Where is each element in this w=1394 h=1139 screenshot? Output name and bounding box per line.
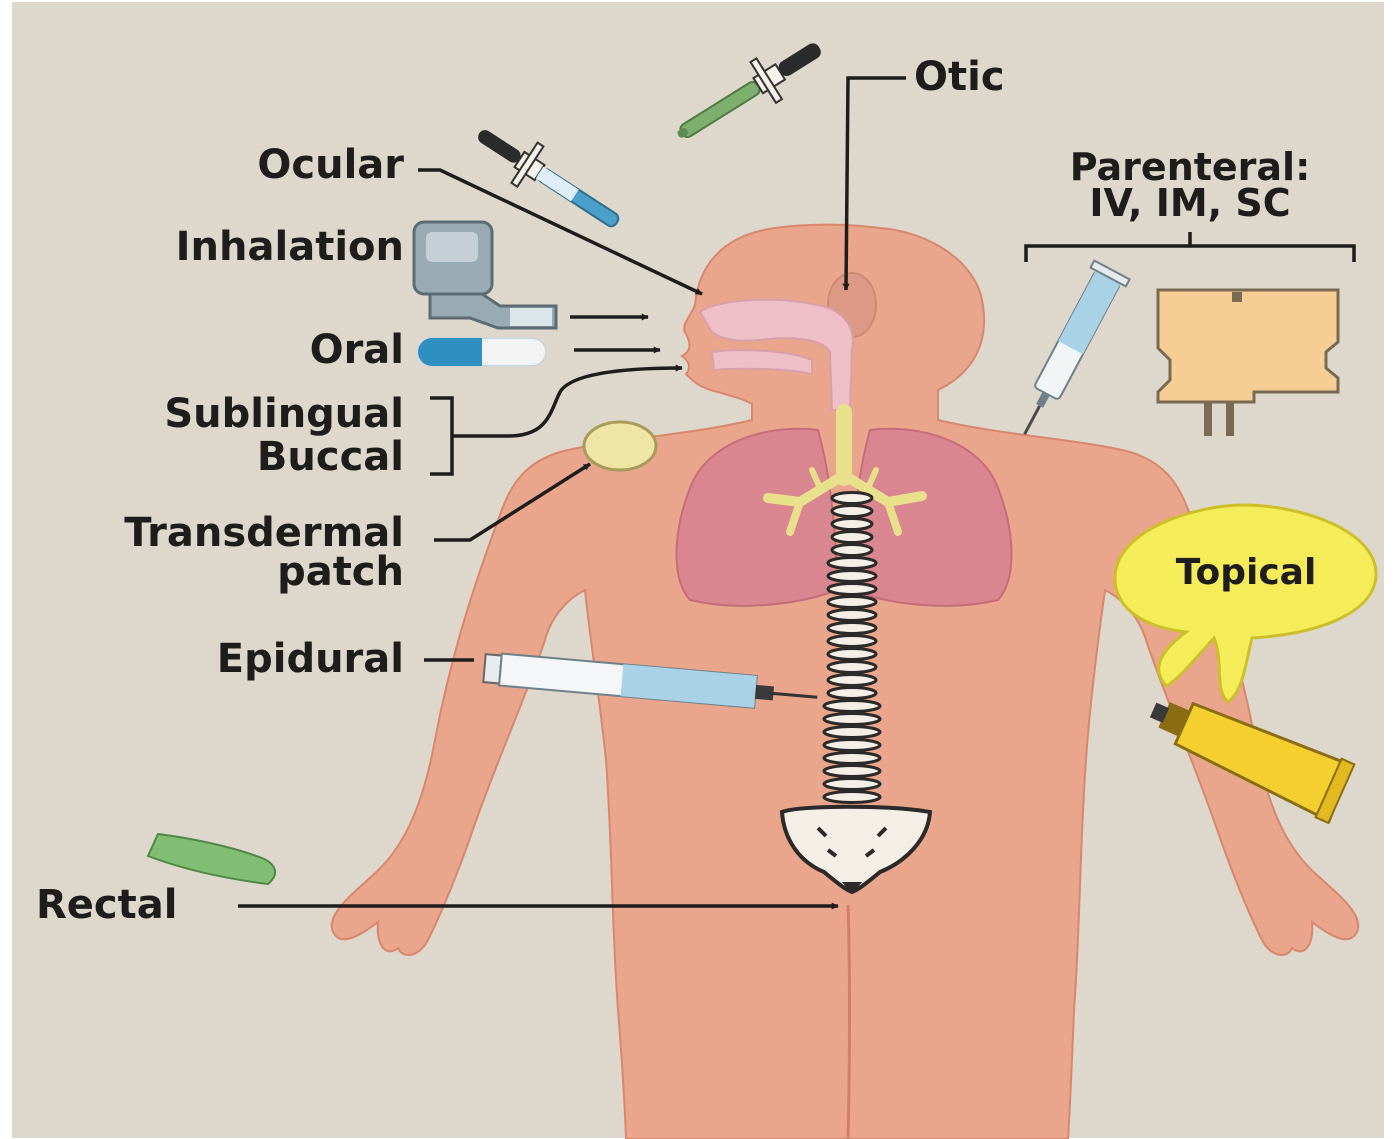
- vertebra: [824, 779, 880, 790]
- label-ocular: Ocular: [257, 142, 404, 188]
- vertebra: [832, 493, 872, 504]
- label-oral: Oral: [310, 327, 404, 373]
- vertebra: [828, 571, 876, 582]
- label-epidural: Epidural: [217, 636, 404, 682]
- vertebra: [824, 753, 880, 764]
- vertebra: [828, 558, 876, 569]
- label-rectal: Rectal: [36, 882, 177, 928]
- vertebra: [824, 727, 880, 738]
- vertebra: [832, 532, 872, 543]
- label-patch: patch: [277, 549, 404, 595]
- label-otic: Otic: [914, 54, 1005, 100]
- vertebra: [832, 506, 872, 517]
- vertebra: [824, 792, 880, 803]
- label-parenteral-routes: IV, IM, SC: [1089, 181, 1290, 225]
- right-border: [1384, 0, 1394, 1139]
- vertebra: [832, 545, 872, 556]
- label-buccal: Buccal: [257, 434, 404, 480]
- vertebra: [828, 584, 876, 595]
- vertebra: [828, 675, 876, 686]
- oral-capsule-icon: [418, 338, 546, 366]
- vertebra: [824, 714, 880, 725]
- transdermal-patch-icon: [584, 422, 656, 470]
- vertebra: [824, 766, 880, 777]
- vertebra: [828, 649, 876, 660]
- label-sublingual: Sublingual: [164, 391, 404, 437]
- vertebra: [828, 688, 876, 699]
- vertebra: [828, 597, 876, 608]
- label-topical: Topical: [1176, 552, 1317, 593]
- vertebra: [828, 623, 876, 634]
- vertebra: [832, 519, 872, 530]
- vertebra: [824, 740, 880, 751]
- vertebra: [828, 636, 876, 647]
- vertebra: [828, 610, 876, 621]
- vertebra: [824, 701, 880, 712]
- label-inhalation: Inhalation: [176, 224, 404, 270]
- vertebra: [828, 662, 876, 673]
